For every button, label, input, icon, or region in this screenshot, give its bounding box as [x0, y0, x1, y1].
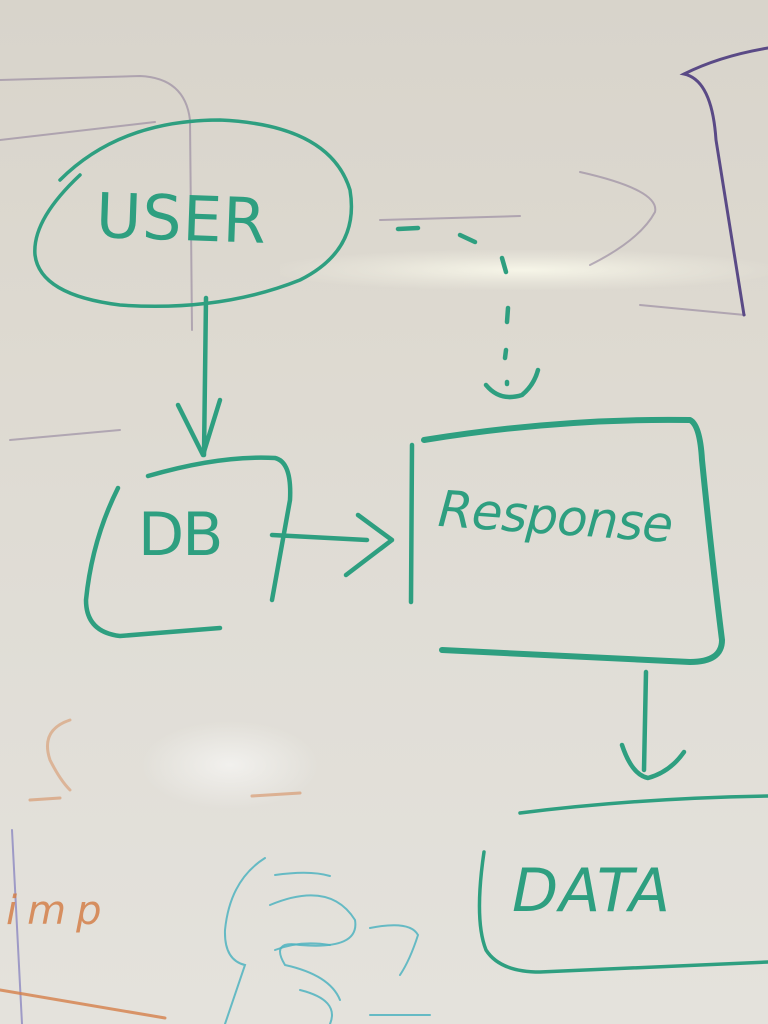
blue-scribble: [223, 857, 431, 1024]
data-box-top: [518, 794, 768, 815]
node-user-label: USER: [94, 179, 269, 258]
dash-3: [499, 255, 509, 275]
arrowhead-down-icon: [175, 397, 223, 458]
purple-bracket-stroke: [679, 46, 768, 317]
edge-user-to-db: [175, 295, 223, 458]
arrowhead-down-dashed-icon: [483, 367, 541, 400]
blue-scribble-stroke-2: [274, 871, 331, 877]
faint-purple-line-lower: [9, 429, 121, 441]
erased-orange-dash: [28, 796, 62, 802]
erased-orange-s: [46, 718, 72, 792]
node-db-label: DB: [138, 500, 223, 570]
faint-purple-underline: [639, 304, 746, 316]
blue-scribble-stroke-4: [274, 942, 331, 951]
response-box-outline: [421, 416, 725, 665]
left-margin-line: [11, 829, 23, 1024]
blue-scribble-stroke-5: [369, 924, 420, 976]
node-user: [33, 118, 354, 308]
node-db: [83, 455, 293, 639]
db-box-top-right: [145, 455, 293, 603]
node-data: [477, 794, 768, 974]
erased-orange-dash-2: [250, 791, 302, 798]
faint-purple-curve: [579, 171, 657, 266]
node-response: [408, 416, 725, 665]
faint-purple-dash: [379, 215, 521, 221]
node-data-label: DATA: [512, 856, 672, 926]
orange-underline: [0, 988, 167, 1020]
edge-response-to-data: [619, 669, 687, 781]
data-box-left-bottom: [477, 850, 768, 974]
blue-scribble-stroke-3: [269, 894, 357, 1001]
arrow-shaft: [641, 669, 649, 773]
blue-scribble-stroke-6: [299, 989, 333, 1024]
orange-scribble-text: imp: [6, 888, 112, 934]
arrowhead-down-icon: [619, 742, 687, 781]
faint-purple-line: [0, 121, 156, 141]
arrow-shaft: [201, 295, 209, 458]
faint-purple-box-stroke: [0, 74, 193, 331]
response-box-left: [408, 442, 415, 605]
blue-scribble-stroke-1: [223, 857, 266, 1024]
edge-db-to-response: [269, 512, 395, 578]
arrow-shaft: [269, 532, 370, 543]
arrowhead-right-icon: [343, 512, 395, 578]
user-ellipse-outline: [33, 118, 354, 308]
dash-1: [395, 225, 421, 232]
dash-4: [504, 305, 511, 325]
edge-user-to-response-dashed: [395, 225, 541, 400]
db-box-left-bottom: [83, 485, 223, 639]
dash-5: [502, 347, 509, 361]
background-scribbles: [0, 46, 768, 1024]
dash-2: [457, 232, 478, 245]
